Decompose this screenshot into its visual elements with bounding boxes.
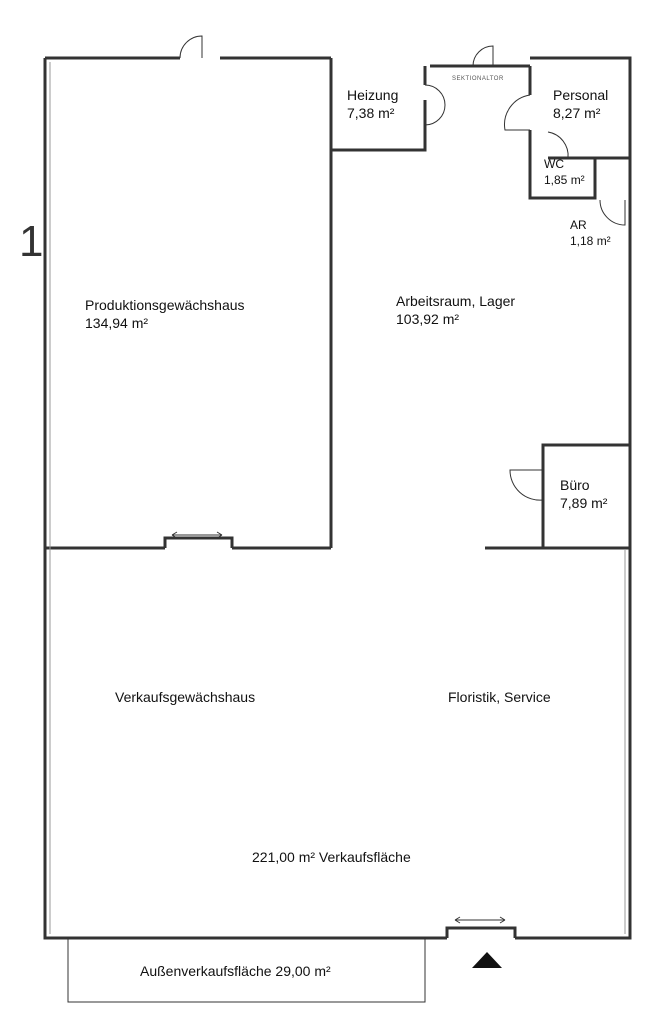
room-ar: AR 1,18 m² bbox=[570, 217, 611, 249]
outdoor-sales-area bbox=[67, 937, 426, 1003]
room-area: 7,38 m² bbox=[347, 105, 395, 121]
room-name: Personal bbox=[553, 87, 609, 103]
sales-area-label: 221,00 m² Verkaufsfläche bbox=[252, 849, 411, 865]
buero-walls bbox=[541, 443, 630, 548]
room-name: WC bbox=[544, 157, 564, 171]
outdoor-sales-label: Außenverkaufsfläche 29,00 m² bbox=[140, 963, 331, 979]
room-personal: Personal 8,27 m² bbox=[553, 86, 608, 122]
sliding-arrows-middle bbox=[171, 531, 223, 539]
room-area: 7,89 m² bbox=[560, 495, 608, 511]
room-name: Heizung bbox=[347, 87, 399, 103]
sliding-arrows-entrance bbox=[454, 916, 506, 924]
middle-door bbox=[163, 536, 234, 548]
sectional-door-label: Sektionaltor bbox=[452, 76, 504, 82]
room-area: 134,94 m² bbox=[85, 315, 149, 331]
door-swing-sektional bbox=[472, 45, 494, 67]
room-area: 1,18 m² bbox=[570, 234, 611, 248]
plan-number: 1 bbox=[19, 217, 44, 266]
middle-wall bbox=[45, 58, 630, 550]
entrance-arrow-icon bbox=[472, 952, 502, 968]
outer-wall bbox=[43, 56, 632, 940]
door-swing-wc bbox=[547, 131, 569, 159]
room-verkauf: Verkaufsgewächshaus bbox=[115, 689, 256, 705]
door-swing-ar bbox=[599, 199, 626, 226]
door-swing-buero bbox=[509, 469, 544, 501]
door-swing-heizung bbox=[424, 84, 446, 126]
room-produktion: Produktionsgewächshaus 134,94 m² bbox=[85, 296, 245, 332]
room-arbeitsraum: Arbeitsraum, Lager 103,92 m² bbox=[396, 292, 515, 328]
room-wc: WC 1,85 m² bbox=[544, 156, 585, 188]
room-area: 103,92 m² bbox=[396, 311, 460, 327]
room-area: 8,27 m² bbox=[553, 105, 601, 121]
room-area: 1,85 m² bbox=[544, 173, 585, 187]
room-name: Büro bbox=[560, 477, 590, 493]
room-heizung: Heizung 7,38 m² bbox=[347, 86, 398, 122]
door-swing-personal bbox=[504, 94, 531, 131]
room-name: Produktionsgewächshaus bbox=[85, 297, 245, 313]
room-floristik: Floristik, Service bbox=[448, 689, 551, 705]
entrance-door bbox=[445, 926, 517, 938]
room-buero: Büro 7,89 m² bbox=[560, 476, 607, 512]
personal-walls bbox=[528, 66, 630, 200]
room-name: AR bbox=[570, 218, 587, 232]
door-swing-top bbox=[179, 35, 203, 59]
room-name: Arbeitsraum, Lager bbox=[396, 293, 516, 309]
